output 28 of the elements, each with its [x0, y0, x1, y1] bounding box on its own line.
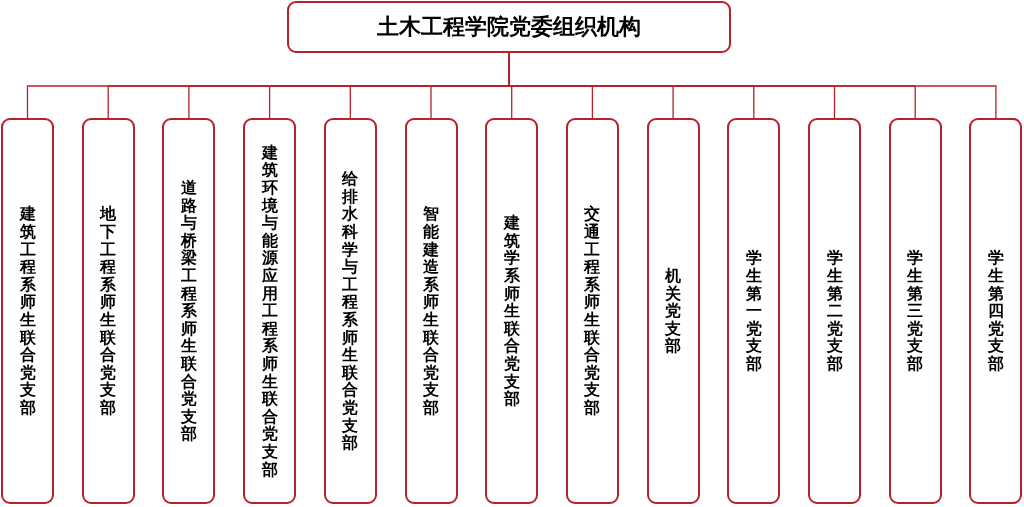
branch-name: 学生第一党支部	[745, 249, 762, 373]
branch-box	[888, 118, 942, 504]
branch-box	[808, 118, 861, 504]
branch-box	[727, 118, 781, 504]
branch-name: 学生第三党支部	[907, 249, 924, 373]
branch-name: 建筑学系师生联合党支部	[503, 214, 520, 408]
branch-box	[646, 118, 700, 504]
branch-box	[1, 118, 54, 504]
branch-box	[323, 118, 377, 504]
branch-name: 地下工程系师生联合党支部	[100, 205, 117, 417]
branch-name: 建筑环境与能源应用工程系师生联合党支部	[261, 143, 278, 479]
branch-box	[404, 118, 458, 504]
title-box	[287, 1, 731, 53]
branch-name: 学生第二党支部	[826, 249, 843, 373]
branch-box	[81, 118, 135, 504]
branch-name: 交通工程系师生联合党支部	[584, 205, 601, 417]
branch-name: 机关党支部	[665, 267, 682, 355]
branch-box	[969, 118, 1023, 504]
branch-box	[485, 118, 539, 504]
branch-name: 给排水科学与工程系师生联合党支部	[342, 170, 359, 452]
branch-box	[243, 118, 297, 504]
branch-name: 学生第四党支部	[987, 249, 1004, 373]
branch-name: 道路与桥梁工程系师生联合党支部	[180, 179, 197, 443]
branch-name: 建筑工程系师生联合党支部	[19, 205, 36, 417]
branch-box	[162, 118, 216, 504]
branch-box	[565, 118, 619, 504]
branch-name: 智能建造系师生联合党支部	[423, 205, 439, 417]
org-title: 土木工程学院党委组织机构	[377, 13, 641, 41]
